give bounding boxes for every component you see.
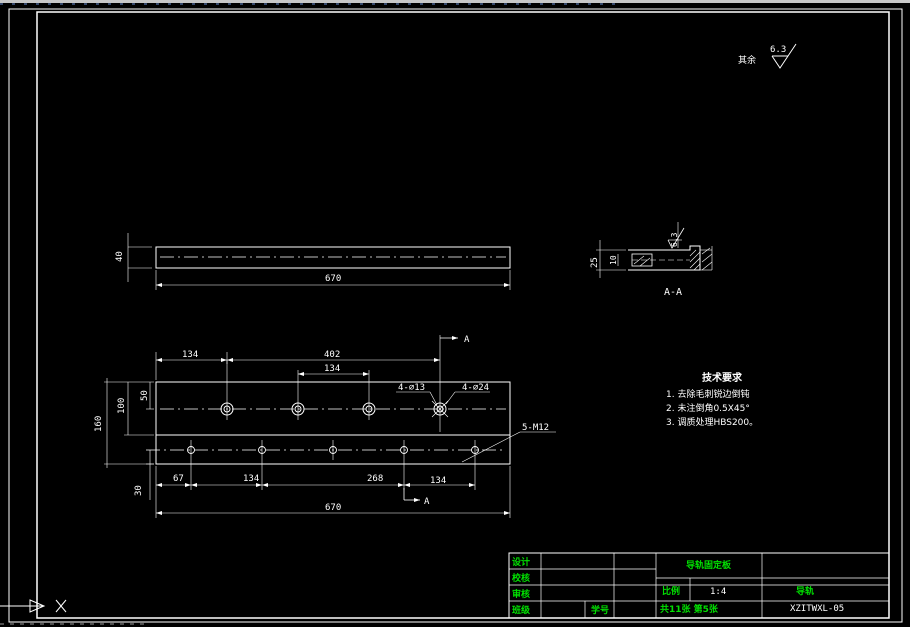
tb-class: 班级: [512, 604, 531, 616]
technical-requirements: 技术要求 1. 去除毛刺锐边倒钝 2. 未注倒角0.5X45° 3. 调质处理H…: [666, 371, 758, 428]
ucs-icon: [0, 599, 67, 613]
tech-req-item: 2. 未注倒角0.5X45°: [666, 402, 750, 414]
hole-label-13: 4-⌀13: [398, 383, 425, 393]
dim-134-top: 134: [182, 350, 198, 360]
thread-label: 5-M12: [522, 423, 549, 433]
tech-req-item: 1. 去除毛刺锐边倒钝: [666, 388, 749, 400]
tb-approve: 审核: [512, 588, 530, 600]
tech-req-item: 3. 调质处理HBS200。: [666, 416, 758, 428]
tech-req-title: 技术要求: [702, 371, 743, 384]
dim-50: 50: [140, 390, 150, 401]
section-roughness-icon: [667, 227, 685, 249]
front-view: 134 402 134 A 4-⌀13 4-⌀24 160 100 50 30: [94, 335, 556, 518]
tb-check: 校核: [512, 572, 530, 584]
dim-670: 670: [325, 503, 341, 513]
hole-label-24: 4-⌀24: [462, 383, 489, 393]
outer-frame: [8, 8, 903, 623]
dim-134-mid: 134: [324, 364, 340, 374]
tb-design: 设计: [512, 556, 530, 568]
tb-sheet-info: 共11张 第5张: [660, 603, 719, 615]
dim-67: 67: [173, 474, 184, 484]
toolbar-strip: [0, 0, 910, 5]
tb-drawing-no: XZITWXL-05: [790, 604, 844, 614]
tb-student-no: 学号: [591, 604, 609, 616]
section-height-dim: 25: [590, 257, 600, 268]
dim-30: 30: [134, 485, 144, 496]
dim-402: 402: [324, 350, 340, 360]
surface-finish-note: 其余 6.3: [738, 43, 797, 69]
dim-134-low-left: 134: [243, 474, 259, 484]
inner-frame: [36, 11, 890, 619]
title-block: 设计 校核 审核 班级 学号 导轨固定板 比例 1:4 共11张 第5张 导轨 …: [508, 552, 890, 619]
section-inner-dim: 10: [609, 255, 618, 265]
section-mark-top: A: [464, 335, 470, 345]
section-mark-bottom: A: [424, 497, 430, 507]
dim-160: 160: [94, 416, 104, 432]
front-view-outline: [155, 381, 511, 465]
top-view-length-dim: 670: [325, 274, 341, 284]
dim-268: 268: [367, 474, 383, 484]
tb-scale-label: 比例: [662, 585, 680, 597]
section-finish-value: 6.3: [670, 232, 679, 247]
surface-finish-label: 其余: [738, 54, 756, 66]
dim-100: 100: [117, 398, 127, 414]
section-label: A-A: [664, 287, 682, 298]
tb-scale-value: 1:4: [710, 587, 726, 597]
tb-part-name: 导轨固定板: [686, 559, 732, 571]
top-view-outline: [155, 246, 511, 269]
section-arrow-top-icon: [452, 336, 458, 340]
section-view-aa: 25 10 6.3 A-A: [590, 222, 713, 298]
dim-134-low-right: 134: [430, 476, 446, 486]
tb-material: 导轨: [796, 585, 814, 597]
top-view-height-dim: 40: [115, 251, 125, 262]
top-view: 40 670: [115, 233, 511, 290]
section-arrow-bottom-icon: [414, 498, 420, 502]
surface-finish-value: 6.3: [770, 45, 786, 55]
roughness-symbol-icon: [771, 43, 797, 69]
section-profile: [628, 245, 701, 271]
